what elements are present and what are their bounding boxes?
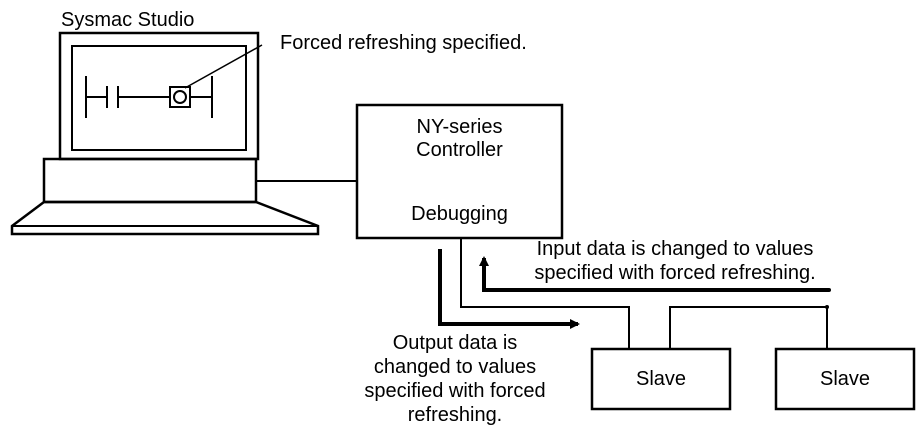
controller-name-line1: NY-series <box>416 116 503 138</box>
output-note-line4: refreshing. <box>407 404 503 426</box>
pc-title: Sysmac Studio <box>61 9 195 31</box>
output-coil-icon <box>173 90 187 104</box>
input-note-line1: Input data is changed to values <box>536 238 814 260</box>
computer-body <box>42 157 258 204</box>
keyboard <box>10 200 320 236</box>
slave-label-1: Slave <box>635 368 687 390</box>
input-data-arrow <box>479 256 829 292</box>
output-note-line2: changed to values <box>373 356 537 378</box>
network-cable <box>460 238 630 349</box>
input-note-line2: specified with forced refreshing. <box>534 262 816 284</box>
slave-label-2: Slave <box>819 368 871 390</box>
controller-name-line2: Controller <box>416 139 503 161</box>
output-note-line3: specified with forced <box>364 380 546 402</box>
network-junction-dot <box>825 305 829 309</box>
computer-illustration <box>10 31 320 236</box>
ladder-program <box>85 44 263 118</box>
network-cable-slave-link <box>669 306 828 349</box>
output-data-arrow <box>438 249 580 329</box>
controller-mode: Debugging <box>411 203 508 225</box>
controller-box <box>355 103 564 240</box>
callout-leader <box>184 44 263 89</box>
slave-box-2 <box>774 347 916 411</box>
output-note-line1: Output data is <box>392 332 518 354</box>
monitor-screen <box>71 45 247 151</box>
slave-box-1 <box>590 347 732 411</box>
forced-refresh-callout: Forced refreshing specified. <box>280 32 527 54</box>
